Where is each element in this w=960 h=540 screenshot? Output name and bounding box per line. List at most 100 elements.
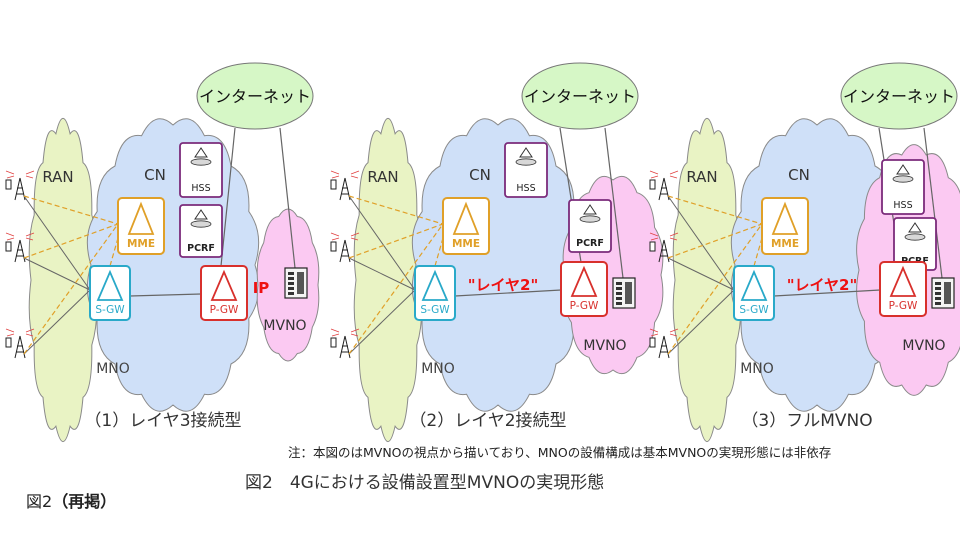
ran-label: RAN (367, 168, 398, 186)
internet-link-line (220, 127, 236, 267)
base-station-2 (649, 232, 679, 263)
pcrf-node: PCRF (179, 204, 223, 258)
mme-node-label: MME (452, 238, 480, 250)
hss-node-label: HSS (516, 183, 535, 194)
hss-node-box (179, 142, 223, 198)
ran-backhaul-line (23, 289, 91, 355)
hss-node: HSS (504, 142, 548, 198)
hss-node-database-icon (190, 158, 212, 166)
control-plane-line (348, 223, 444, 355)
mvno-server-icon-slot (935, 287, 941, 290)
pcrf-node-box (179, 204, 223, 258)
pcrf-node-triangle-icon (583, 204, 597, 215)
mme-node-triangle-icon (127, 201, 155, 235)
base-station-2-signal (5, 232, 35, 241)
base-station-3 (649, 328, 679, 359)
base-station-2 (5, 232, 35, 263)
pgw-node-label: P-GW (570, 300, 599, 312)
base-station-1-mast (658, 177, 670, 201)
base-station-2-phone-icon (330, 241, 337, 252)
base-station-3-mast (339, 335, 351, 359)
mvno-server-icon (612, 277, 636, 309)
mvno-server-icon-panel (625, 282, 632, 304)
ran-backhaul-line (23, 257, 91, 291)
layer2-interface-label: "レイヤ2" (468, 276, 539, 294)
base-station-1-signal (649, 170, 679, 179)
mvno-server-icon (284, 267, 308, 299)
pgw-node: P-GW (879, 261, 927, 317)
mvno-label: MVNO (902, 338, 945, 354)
base-station-3 (330, 328, 360, 359)
hss-node-database-icon (892, 175, 914, 183)
mvno-server-icon-slot (288, 287, 294, 290)
control-plane-line (23, 195, 119, 225)
mno-label: MNO (96, 361, 130, 377)
sgw-node-triangle-icon (96, 269, 124, 301)
base-station-1-signal (330, 170, 360, 179)
panel-caption: （1）レイヤ3接続型 (84, 411, 241, 431)
control-plane-line (23, 223, 119, 259)
mvno-label: MVNO (583, 338, 626, 354)
gtp-tunnel-line (773, 289, 881, 297)
hss-node-label: HSS (893, 200, 912, 211)
mvno-server-icon-slot (935, 282, 941, 285)
base-station-1-mast (14, 177, 26, 201)
mvno-server-icon-slot (935, 292, 941, 295)
ran-backhaul-line (23, 195, 91, 291)
control-plane-line (667, 195, 763, 225)
sgw-node-triangle-icon (421, 269, 449, 301)
mno-label: MNO (421, 361, 455, 377)
pgw-node: P-GW (560, 261, 608, 317)
control-plane-line (667, 223, 763, 355)
base-station-2-phone-icon (649, 241, 656, 252)
base-station-1 (649, 170, 679, 201)
mvno-server-icon (931, 277, 955, 309)
ran-backhaul-line (348, 195, 416, 291)
ran-label: RAN (686, 168, 717, 186)
internet-label: インターネット (843, 87, 955, 106)
gtp-tunnel-line (129, 293, 202, 297)
base-station-1-phone-icon (330, 179, 337, 190)
panel-3: インターネットRANCNMNOMVNOHSSPCRFMMES-GWP-GW"レイ… (649, 62, 960, 443)
mvno-server-icon-slot (935, 297, 941, 300)
mno-label: MNO (740, 361, 774, 377)
ran-cloud (28, 117, 98, 443)
mvno-server-icon-slot (935, 302, 941, 305)
ran-cloud (672, 117, 742, 443)
base-station-3-signal (649, 328, 679, 337)
base-station-1-signal (5, 170, 35, 179)
mme-node: MME (442, 197, 490, 255)
ran-backhaul-line (667, 195, 735, 291)
base-station-3-signal (330, 328, 360, 337)
hss-node-triangle-icon (194, 147, 208, 158)
mme-node-triangle-icon (452, 201, 480, 235)
pgw-node: P-GW (200, 265, 248, 321)
mme-node: MME (117, 197, 165, 255)
hss-node: HSS (881, 159, 925, 215)
pgw-node-box (560, 261, 608, 317)
mvno-server-icon-slot (288, 272, 294, 275)
pcrf-node-triangle-icon (194, 209, 208, 220)
sgw-node-box (414, 265, 456, 321)
mvno-server-icon-panel (297, 272, 304, 294)
mme-node: MME (761, 197, 809, 255)
sgw-node-triangle-icon (740, 269, 768, 301)
base-station-2-signal (649, 232, 679, 241)
mme-node-box (117, 197, 165, 255)
ran-backhaul-line (348, 289, 416, 355)
mvno-server-icon-panel (944, 282, 951, 304)
sgw-node-label: S-GW (739, 304, 769, 316)
pcrf-node-triangle-icon (908, 222, 922, 233)
cn-label: CN (469, 166, 491, 184)
pcrf-node-label: PCRF (187, 243, 215, 254)
base-station-1 (5, 170, 35, 201)
sgw-node: S-GW (89, 265, 131, 321)
base-station-3-mast (658, 335, 670, 359)
mvno-server-icon-slot (616, 297, 622, 300)
hss-node-box (881, 159, 925, 215)
hss-node-box (504, 142, 548, 198)
mvno-label: MVNO (263, 318, 306, 334)
hss-node-triangle-icon (519, 147, 533, 158)
